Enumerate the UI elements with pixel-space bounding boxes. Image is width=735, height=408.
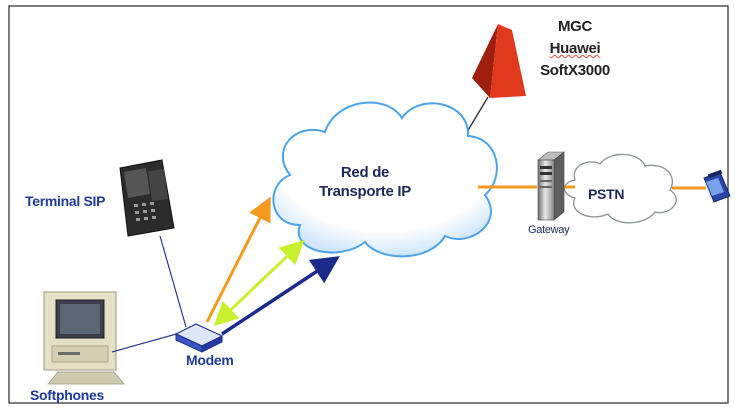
ip-network-label-line2: Transporte IP xyxy=(319,183,411,200)
mgc-server-icon xyxy=(472,24,526,98)
modem-cloud-green-arrow xyxy=(213,239,305,327)
softphone-modem-link xyxy=(111,332,181,353)
mgc-label-line3: SoftX3000 xyxy=(540,62,610,79)
gateway-label: Gateway xyxy=(528,224,570,236)
sip-phone-icon xyxy=(119,159,175,237)
ip-network-cloud-icon xyxy=(272,101,498,258)
pstn-cloud-icon xyxy=(563,153,677,224)
mgc-label: MGC Huawei SoftX3000 xyxy=(530,16,620,82)
modem-cloud-navy-arrow xyxy=(221,256,340,336)
gateway-server-icon xyxy=(537,151,565,221)
modem-label: Modem xyxy=(186,352,234,368)
pstn-label: PSTN xyxy=(588,186,625,202)
ip-network-label-line1: Red de xyxy=(340,164,390,181)
telephone-icon xyxy=(703,169,731,203)
sip-phone-modem-link xyxy=(159,235,187,328)
mgc-label-line2: Huawei xyxy=(549,40,601,57)
softphones-label: Softphones xyxy=(30,387,104,403)
modem-icon xyxy=(174,323,224,353)
softphone-computer-icon xyxy=(43,291,125,385)
ip-network-label: Red de Transporte IP xyxy=(300,163,430,201)
terminal-sip-label: Terminal SIP xyxy=(25,193,106,209)
mgc-label-line1: MGC xyxy=(557,18,593,35)
